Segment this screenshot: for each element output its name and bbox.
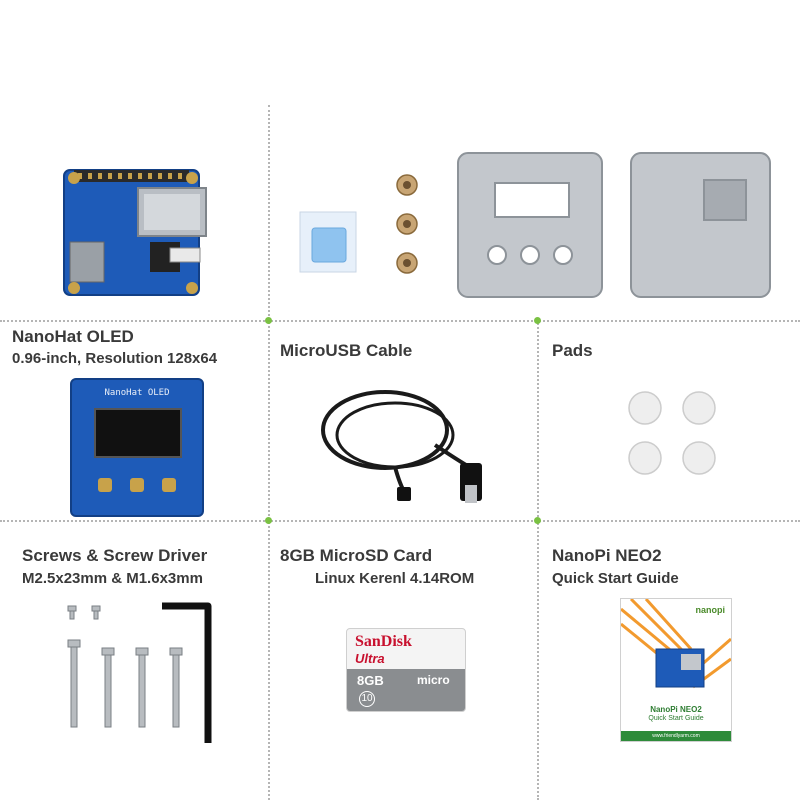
case-top-image (457, 152, 603, 298)
oled-button (130, 478, 144, 492)
screws-title: Screws & Screw Driver (22, 546, 208, 565)
sd-line: Ultra (355, 651, 385, 666)
sd-format: micro (417, 673, 450, 687)
grid-dot (265, 517, 272, 524)
divider-horizontal-top (0, 320, 800, 322)
grid-dot (534, 517, 541, 524)
pads-title: Pads (552, 341, 593, 360)
case-bottom-image (630, 152, 771, 298)
booklet-footer-band: www.friendlyarm.com (621, 731, 731, 741)
divider-vertical-left (268, 105, 270, 800)
nanohat-oled-image: NanoHat OLED (70, 378, 204, 517)
screws-image (67, 602, 212, 743)
booklet-subtitle: Quick Start Guide (648, 715, 704, 722)
booklet-url: www.friendlyarm.com (652, 733, 700, 739)
nanohat-title: NanoHat OLED (12, 327, 134, 346)
booklet-logo: nanopi (695, 605, 726, 615)
sdcard-title: 8GB MicroSD Card (280, 546, 433, 565)
pads-image (628, 391, 716, 475)
quick-start-booklet-image: nanopi NanoPi NEO2 Quick Start Guide www… (620, 598, 732, 742)
cable-title: MicroUSB Cable (280, 341, 413, 360)
divider-vertical-right (537, 320, 539, 800)
grid-dot (534, 317, 541, 324)
sd-class: 10 (359, 691, 375, 707)
nanopi-board-image (63, 169, 207, 296)
oled-button (98, 478, 112, 492)
sd-brand: SanDisk (355, 633, 412, 650)
thermal-pad-image (299, 211, 357, 273)
microusb-cable-image (321, 390, 482, 503)
oled-button (162, 478, 176, 492)
standoff-screws-image (396, 174, 418, 274)
nanohat-subtitle: 0.96-inch, Resolution 128x64 (12, 350, 218, 367)
microsd-card-image: SanDisk Ultra 8GB 10 micro (346, 628, 466, 712)
grid-dot (265, 317, 272, 324)
screws-subtitle: M2.5x23mm & M1.6x3mm (22, 570, 203, 587)
oled-screen (94, 408, 182, 458)
nanohat-board-label: NanoHat OLED (104, 388, 170, 398)
sdcard-subtitle: Linux Kerenl 4.14ROM (315, 570, 475, 587)
sd-capacity: 8GB (357, 673, 384, 688)
booklet-title: NanoPi NEO2 (650, 705, 702, 714)
divider-horizontal-bottom (0, 520, 800, 522)
guide-title: NanoPi NEO2 (552, 546, 662, 565)
guide-subtitle: Quick Start Guide (552, 570, 679, 587)
booklet-orange-lines (621, 599, 731, 689)
